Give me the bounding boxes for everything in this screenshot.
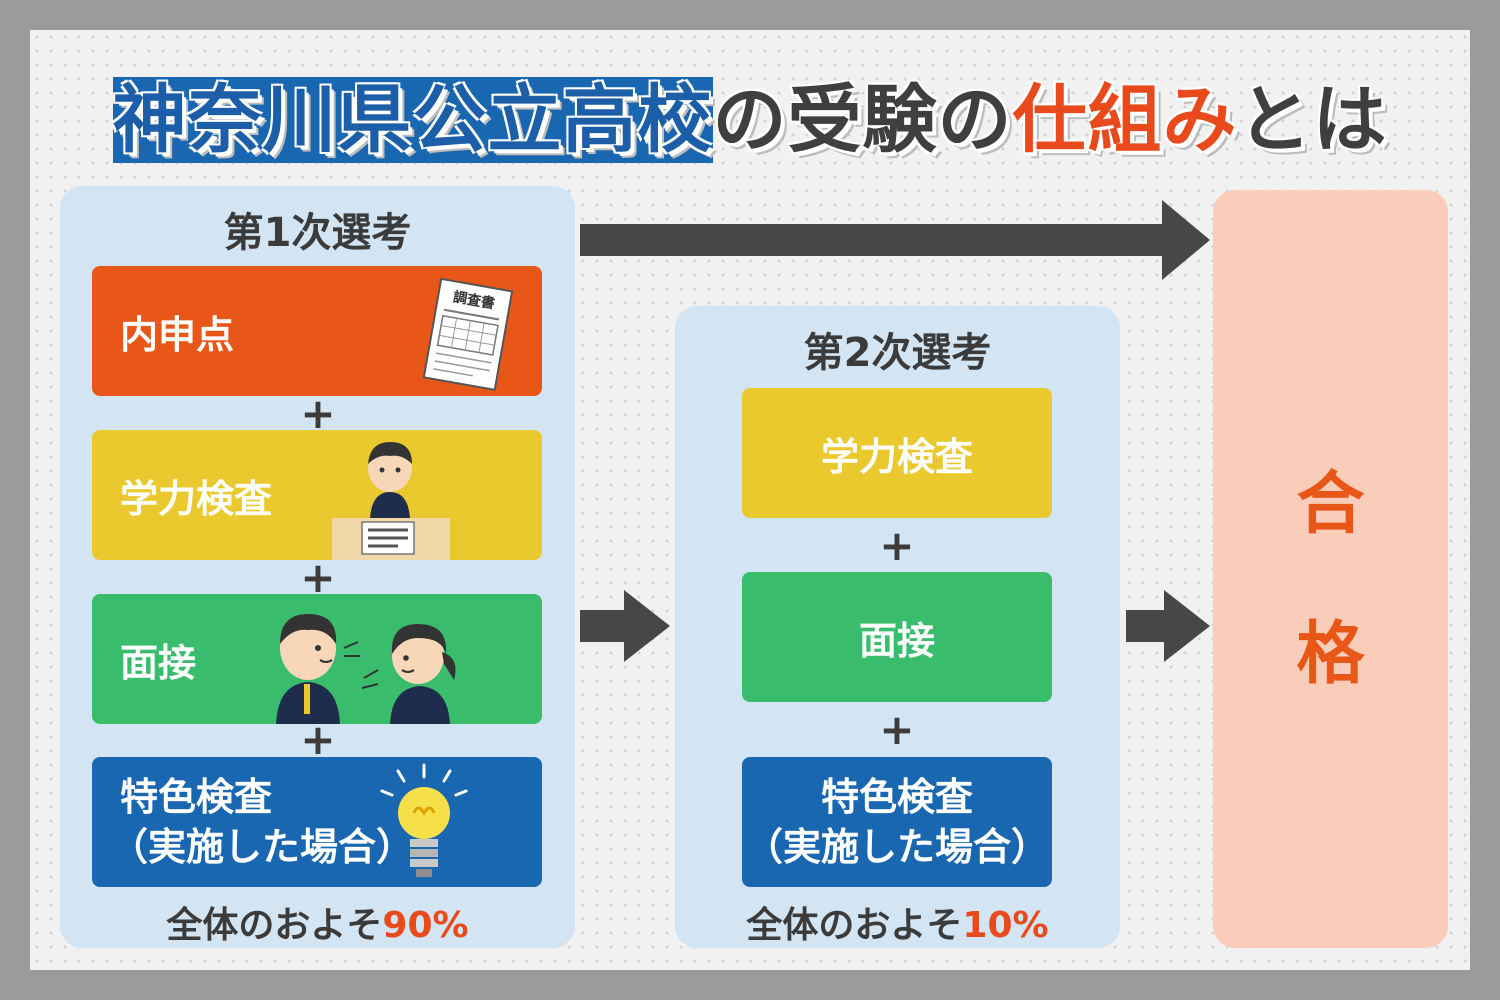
report-card-icon: 調査書	[422, 277, 514, 391]
stage1-plus-3: +	[300, 715, 336, 764]
stage1-item-gakuryoku-label: 学力検査	[120, 476, 273, 521]
stage2-item-tokushoku-line1: 特色検査	[820, 775, 973, 819]
stage1-percentage-value: 90%	[382, 905, 469, 946]
stage2-percentage: 全体のおよそ10%	[675, 896, 1120, 948]
stage2-percentage-prefix: 全体のおよそ	[746, 905, 963, 946]
stage2-plus-1: +	[879, 521, 915, 570]
stage2-item-mensetsu: 面接	[742, 572, 1052, 702]
interview-icon	[276, 614, 456, 724]
stage1-item-mensetsu: 面接	[92, 594, 542, 724]
arrow-stage1-to-stage2	[580, 590, 670, 662]
stage2-title: 第2次選考	[803, 330, 992, 376]
stage2-item-gakuryoku-label: 学力検査	[820, 434, 973, 479]
stage1-plus-1: +	[300, 389, 336, 438]
stage1-item-gakuryoku: 学力検査	[92, 430, 542, 560]
stage2-plus-2: +	[879, 705, 915, 754]
result-char-2: 格	[1296, 615, 1365, 694]
page-title: 神奈川県公立高校の受験の仕組みとは	[0, 60, 1500, 167]
stage1-item-tokushoku: 特色検査 （実施した場合）	[92, 757, 542, 887]
arrow-stage2-to-pass	[1126, 590, 1210, 662]
stage1-plus-2: +	[300, 553, 336, 602]
student-test-icon	[332, 442, 450, 560]
stage1-item-tokushoku-line2: （実施した場合）	[110, 825, 415, 869]
stage2-item-gakuryoku: 学力検査	[742, 388, 1052, 518]
stage2-item-tokushoku-label: 特色検査 （実施した場合）	[742, 757, 1052, 887]
stage1-item-tokushoku-label: 特色検査 （実施した場合）	[110, 757, 414, 887]
lightbulb-icon	[380, 763, 468, 877]
stage2-item-mensetsu-label: 面接	[858, 618, 935, 663]
title-part-suffix: とは	[1237, 77, 1388, 163]
stage1-item-tokushoku-line1: 特色検査	[120, 775, 273, 819]
stage1-item-mensetsu-label: 面接	[120, 640, 197, 685]
stage2-item-tokushoku: 特色検査 （実施した場合）	[742, 757, 1052, 887]
result-panel	[1213, 190, 1448, 948]
stage1-percentage-prefix: 全体のおよそ	[166, 905, 383, 946]
stage1-item-naishinten: 内申点 調査書	[92, 266, 542, 396]
stage1-percentage: 全体のおよそ90%	[60, 896, 575, 948]
title-part-system: 仕組み	[1012, 77, 1238, 163]
title-part-exam: の受験の	[712, 77, 1013, 163]
result-char-1: 合	[1296, 465, 1365, 544]
stage1-title: 第1次選考	[223, 210, 412, 256]
stage2-item-tokushoku-line2: （実施した場合）	[744, 825, 1049, 869]
title-part-prefecture: 神奈川県公立高校	[112, 77, 713, 163]
arrow-stage1-to-pass	[580, 200, 1210, 280]
stage2-percentage-value: 10%	[962, 905, 1049, 946]
stage1-item-naishinten-label: 内申点	[120, 312, 235, 357]
